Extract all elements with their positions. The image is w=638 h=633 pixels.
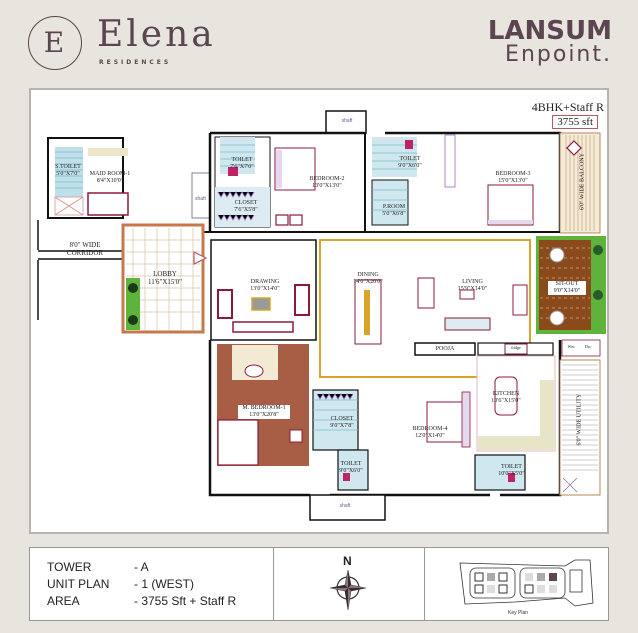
panel-divider <box>273 548 274 620</box>
info-value-unit-plan: - 1 (WEST) <box>134 577 194 591</box>
washing-machine-label: Wm <box>567 344 575 349</box>
unit-type: 4BHK+Staff R <box>531 100 604 114</box>
info-panel: TOWER - A UNIT PLAN - 1 (WEST) AREA - 37… <box>29 547 609 621</box>
room-label-balcony: 6'0" WIDE BALCONY <box>579 153 586 211</box>
room-label-pooja: POOJA <box>435 346 455 352</box>
compass-rose-icon <box>329 569 367 611</box>
key-plan-label: Key Plan <box>508 610 529 616</box>
info-label-area: AREA <box>47 594 80 608</box>
project-subtitle: RESIDENCES <box>99 59 172 66</box>
shaft-label-bottom: shaft <box>339 503 351 509</box>
room-label-fridge: fridge <box>511 345 521 350</box>
developer-name: LANSUM <box>487 16 612 46</box>
compass-north-label: N <box>343 554 352 568</box>
info-label-tower: TOWER <box>47 560 92 574</box>
dishwasher-label: Dw <box>585 344 591 349</box>
room-label-utility: 6'0" WIDE UTILITY <box>576 393 583 446</box>
info-label-unit-plan: UNIT PLAN <box>47 577 110 591</box>
developer-subname: Enpoint. <box>505 42 612 67</box>
info-value-tower: - A <box>134 560 149 574</box>
logo-monogram: E <box>43 25 65 59</box>
info-value-area: - 3755 Sft + Staff R <box>134 594 237 608</box>
key-plan-diagram <box>459 559 594 607</box>
panel-divider <box>424 548 425 620</box>
logo-circle-icon <box>28 16 82 70</box>
svg-text:shaft: shaft <box>195 196 206 202</box>
unit-area-badge: 3755 sft <box>552 115 598 129</box>
room-label-corridor: 8'0" WIDE CORRIDOR <box>66 241 104 258</box>
shaft-label-top: shaft <box>341 118 353 124</box>
project-name: Elena <box>97 14 216 55</box>
